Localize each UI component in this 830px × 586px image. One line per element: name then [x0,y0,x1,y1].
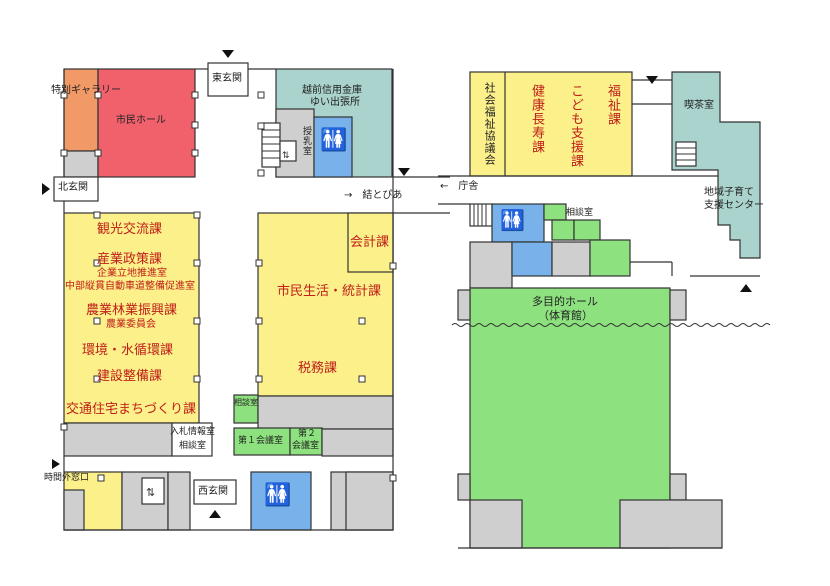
urban-planning-dept: 交通住宅まちづくり課 [66,402,197,417]
north-entrance-box[interactable] [53,176,99,202]
gallery-corridor-block [63,150,99,178]
cafe-label: 喫茶室 [684,100,714,111]
lower-corridor-west [63,422,173,457]
restroom-right-block [491,203,545,243]
to-government-label: ← 庁舎 [440,181,479,192]
right-grey-1 [469,241,513,289]
multipurpose-hall-label-2: （体育館） [538,309,593,322]
industry-policy-dept: 産業政策課 [97,252,163,267]
cafe-room [671,71,761,259]
south-grey-a [63,489,85,531]
childcare-arrow [740,284,752,292]
restroom-icon: 🚻 [264,483,292,508]
right-grey-2 [551,241,591,277]
welfare-office-block [469,71,633,177]
right-consult-room-label: 相談室 [566,208,594,218]
restroom-left-block [313,116,353,178]
consult-room-a-label: 相談室 [234,398,258,407]
tax-dept: 税務課 [298,361,338,376]
bank-label-1: 越前信用金庫 [302,85,362,96]
agri-committee: 農業委員会 [106,319,156,330]
east-entrance-box[interactable] [207,62,249,97]
nursing-room-label: 授乳室 [301,126,311,156]
tourism-dept: 観光交流課 [97,222,163,237]
meeting-room-1-block [233,427,291,456]
gallery-room [63,68,99,152]
west-entrance-box[interactable] [193,479,237,505]
expressway-office: 中部縦貫自動車道整備促進室 [65,281,195,292]
gallery-label: 特別ギャラリー [51,85,121,96]
elevator-icon: ⇅ ⇅ [146,151,290,499]
accounting-dept: 会計課 [350,235,390,250]
environment-dept: 環境・水循環課 [82,343,174,358]
south-grey-c [167,471,191,531]
hall-side-right [669,473,687,501]
break-line [451,323,771,327]
hall-stage-left [457,289,471,321]
west-office-block [63,212,200,424]
west-entrance-arrow [209,510,221,518]
meeting-room-2-block [289,427,323,456]
welfare-arrow [646,76,658,84]
after-hours-arrow [52,459,60,469]
consult-green-1 [543,203,567,221]
consult-green-2 [551,219,575,241]
consult-green-4 [589,239,631,277]
meeting-room-1-label: 第１会議室 [238,436,284,446]
east-entrance-label[interactable]: 東玄関 [212,73,242,84]
hall-annex-left [469,499,523,549]
civic-hall-room [97,68,196,178]
to-musubi-label: → 結とぴあ [344,190,403,201]
health-dept: 健康長寿課 [529,84,544,154]
civic-hall-label: 市民ホール [116,115,166,126]
restroom-south-block [250,471,312,531]
childcare-center-label-2: 支援センター [704,200,764,211]
site-promotion-office: 企業立地推進室 [97,268,167,279]
bid-info-room-label: 入札情報室 [170,427,216,437]
childcare-center-label-1: 地域子育て [704,187,754,198]
east-entrance-arrow [222,50,234,58]
child-support-dept: こども支援課 [568,84,583,168]
hall-stage-right [669,289,687,321]
consult-green-3 [573,219,601,241]
restroom-right-b [511,241,553,277]
lower-corridor-east [257,395,394,430]
bank-arrow [398,168,410,176]
consult-room-b-label: 相談室 [179,441,207,451]
meeting-room-2-label-2: 会議室 [292,441,320,451]
stairs-right-small [469,203,493,227]
bank-label-2: ゆい出張所 [310,97,360,108]
after-hours-label: 時間外窓口 [44,473,90,483]
elevator-left-north [279,140,297,162]
bid-room-block [171,422,213,457]
meeting-room-2-label-1: 第２ [298,429,317,439]
restroom-icon: 🚻 [320,128,348,153]
svg-text:⇅: ⇅ [282,151,290,161]
hall-annex-right [619,499,723,549]
multipurpose-hall-label-1: 多目的ホール [532,295,598,308]
svg-text:⇅: ⇅ [146,486,155,499]
agriculture-dept: 農業林業振興課 [86,303,178,318]
north-entrance-arrow [42,183,50,195]
social-welfare-label: 社会福祉協議会 [483,82,497,166]
south-grey-e [345,471,394,531]
welfare-dept: 福祉課 [605,84,620,126]
hall-side-left [457,473,471,501]
elevator-left-south [141,477,165,505]
north-entrance-label[interactable]: 北玄関 [58,182,88,193]
south-grey-east [321,428,394,457]
west-entrance-label[interactable]: 西玄関 [198,486,228,497]
construction-dept: 建設整備課 [97,369,163,384]
restroom-icon: 🚻 [500,208,525,232]
civic-life-dept: 市民生活・統計課 [277,284,382,299]
